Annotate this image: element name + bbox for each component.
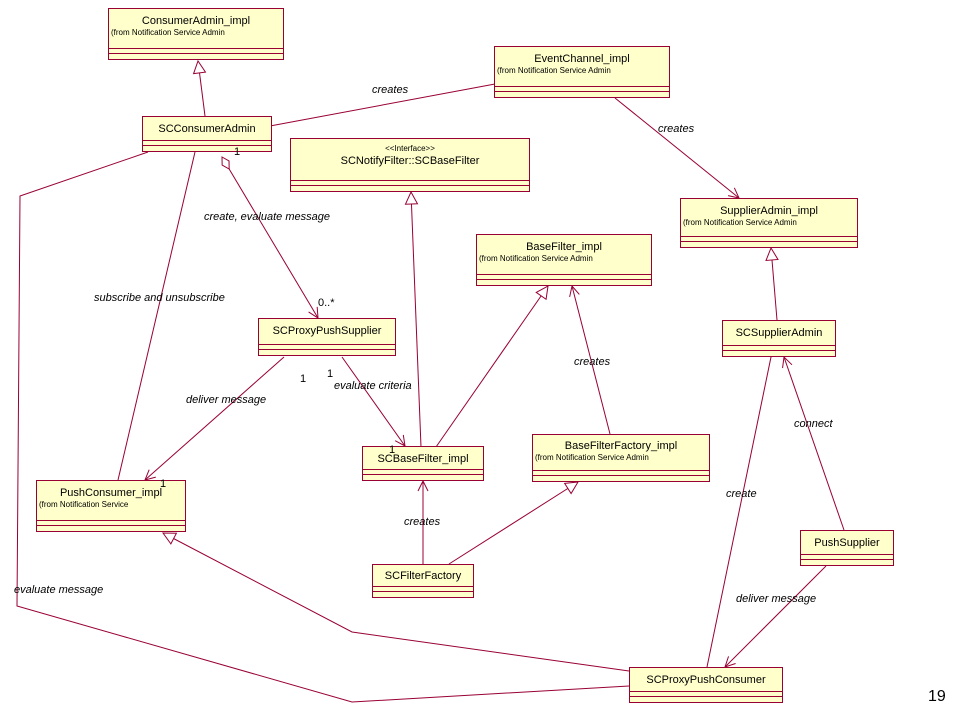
class-name: SCBaseFilter_impl	[377, 453, 469, 465]
class-name: PushSupplier	[814, 537, 880, 549]
class-name: EventChannel_impl	[534, 53, 630, 65]
edge-deliver-message-left	[145, 356, 285, 480]
label-evaluate-criteria: evaluate criteria	[334, 380, 412, 392]
class-name: SCProxyPushConsumer	[646, 674, 766, 686]
edge-evaluate-criteria	[341, 356, 405, 446]
class-pushsupplier[interactable]: PushSupplier	[800, 530, 894, 566]
class-package: (from Notification Service Admin	[535, 453, 649, 462]
label-create: create	[726, 488, 757, 500]
edge-scproxypushconsumer-to-pushconsumer	[163, 533, 630, 672]
multiplicity-proxysupplier-1b: 1	[327, 368, 334, 380]
label-evaluate-message: evaluate message	[14, 584, 104, 596]
class-package: (from Notification Service	[39, 500, 129, 509]
multiplicity-scbasefilter-1: 1	[389, 444, 396, 456]
multiplicity-consumeradmin-1: 1	[234, 146, 241, 158]
edge-subscribe	[117, 151, 196, 481]
edge-scbasefilter-to-interface	[411, 192, 422, 448]
class-scfilterfactory[interactable]: SCFilterFactory	[372, 564, 474, 598]
class-package: (from Notification Service Admin	[497, 66, 611, 75]
class-name: SCConsumerAdmin	[158, 123, 256, 135]
class-pushconsumer-impl[interactable]: PushConsumer_impl (from Notification Ser…	[36, 480, 186, 532]
class-name: BaseFilterFactory_impl	[564, 440, 678, 452]
label-creates-basefilter: creates	[574, 356, 611, 368]
edge-creates-ec-consumer	[269, 83, 496, 127]
class-scbasefilter-impl[interactable]: SCBaseFilter_impl	[362, 446, 484, 481]
edge-create-evaluate	[222, 157, 318, 318]
multiplicity-proxysupplier-1a: 1	[300, 373, 307, 385]
edge-create	[706, 342, 777, 668]
edge-deliver-message-right	[725, 565, 827, 667]
class-scproxypushsupplier[interactable]: SCProxyPushSupplier	[258, 318, 396, 356]
edge-connect	[784, 357, 845, 531]
edge-creates-basefilter	[572, 286, 611, 435]
label-creates-scbasefilter: creates	[404, 516, 441, 528]
class-name: SupplierAdmin_impl	[720, 205, 818, 217]
class-basefilter-impl[interactable]: BaseFilter_impl (from Notification Servi…	[476, 234, 652, 286]
label-deliver-message-left: deliver message	[186, 394, 267, 406]
edge-creates-ec-supplier	[614, 97, 739, 198]
class-eventchannel-impl[interactable]: EventChannel_impl (from Notification Ser…	[494, 46, 670, 98]
class-scproxypushconsumer[interactable]: SCProxyPushConsumer	[629, 667, 783, 703]
edge-evaluate-message	[16, 151, 630, 703]
class-basefilterfactory-impl[interactable]: BaseFilterFactory_impl (from Notificatio…	[532, 434, 710, 482]
multiplicity-proxysupplier-many: 0..*	[318, 297, 335, 309]
edge-scfilterfactory-to-basefilterfactory	[448, 482, 578, 565]
label-deliver-message-right: deliver message	[736, 593, 817, 605]
label-create-evaluate-message: create, evaluate message	[204, 211, 330, 223]
class-name: PushConsumer_impl	[59, 487, 163, 499]
class-scnotifyfilter-scbasefilter[interactable]: <<Interface>> SCNotifyFilter::SCBaseFilt…	[290, 138, 530, 192]
page-number: 19	[928, 688, 946, 705]
label-connect: connect	[794, 418, 833, 430]
edge-scconsumeradmin-to-consumeradmin	[198, 61, 205, 117]
label-creates-supplier: creates	[658, 123, 695, 135]
class-package: (from Notification Service Admin	[683, 218, 797, 227]
multiplicity-pushconsumer-1: 1	[160, 478, 167, 490]
class-package: (from Notification Service Admin	[111, 28, 225, 37]
edge-scbasefilter-to-basefilter	[435, 286, 548, 448]
class-scsupplieradmin[interactable]: SCSupplierAdmin	[722, 320, 836, 357]
class-name: SCSupplierAdmin	[735, 327, 823, 339]
class-name: SCFilterFactory	[384, 570, 462, 582]
class-scconsumeradmin[interactable]: SCConsumerAdmin	[142, 116, 272, 152]
class-name: SCProxyPushSupplier	[272, 325, 382, 337]
class-package: (from Notification Service Admin	[479, 254, 593, 263]
class-supplieradmin-impl[interactable]: SupplierAdmin_impl (from Notification Se…	[680, 198, 858, 248]
edge-scsupplieradmin-to-supplieradmin	[771, 248, 777, 321]
class-name: BaseFilter_impl	[526, 241, 602, 253]
class-name: ConsumerAdmin_impl	[141, 15, 251, 27]
label-creates-consumer: creates	[372, 84, 409, 96]
class-name: SCNotifyFilter::SCBaseFilter	[340, 155, 480, 167]
label-subscribe-unsubscribe: subscribe and unsubscribe	[94, 292, 225, 304]
class-consumeradmin-impl[interactable]: ConsumerAdmin_impl (from Notification Se…	[108, 8, 284, 60]
class-stereotype: <<Interface>>	[385, 144, 435, 153]
